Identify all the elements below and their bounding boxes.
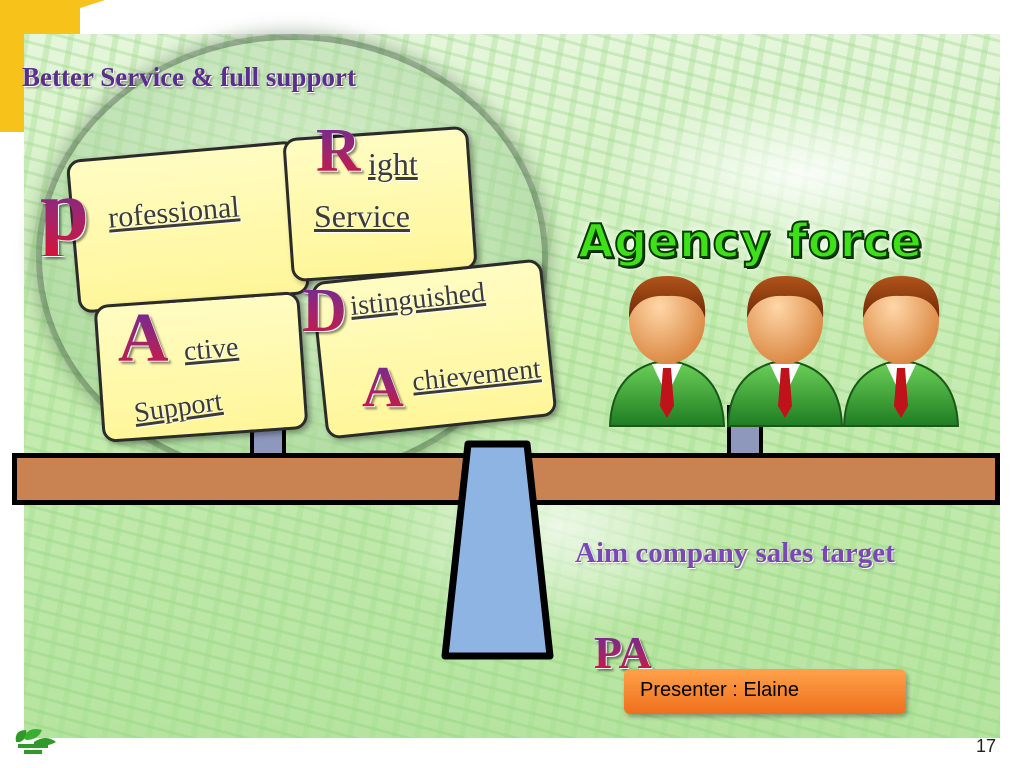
left-accent-bar <box>0 0 24 132</box>
card-right-initial: R <box>316 117 361 185</box>
person-icon <box>726 276 844 427</box>
card-distinguished-line2-initial: A <box>362 354 404 419</box>
card-right-text: ight <box>368 146 418 182</box>
presenter-box: Presenter : Elaine <box>624 669 906 714</box>
page-number: 17 <box>976 736 997 756</box>
aim-label: Aim company sales target <box>575 537 895 569</box>
agency-force-label: Agency force <box>577 213 923 269</box>
card-active-initial: A <box>118 300 169 377</box>
card-distinguished-initial: D <box>302 277 347 345</box>
person-icon <box>842 276 960 427</box>
pa-label: PA <box>594 627 652 678</box>
company-logo-icon <box>15 729 56 754</box>
slide-title: Better Service & full support <box>22 62 356 92</box>
person-icon <box>608 276 726 427</box>
card-professional-initial: p <box>40 163 89 260</box>
card-active-text: ctive <box>182 331 240 368</box>
fulcrum <box>441 440 554 660</box>
card-right-line2: Service <box>314 198 410 234</box>
